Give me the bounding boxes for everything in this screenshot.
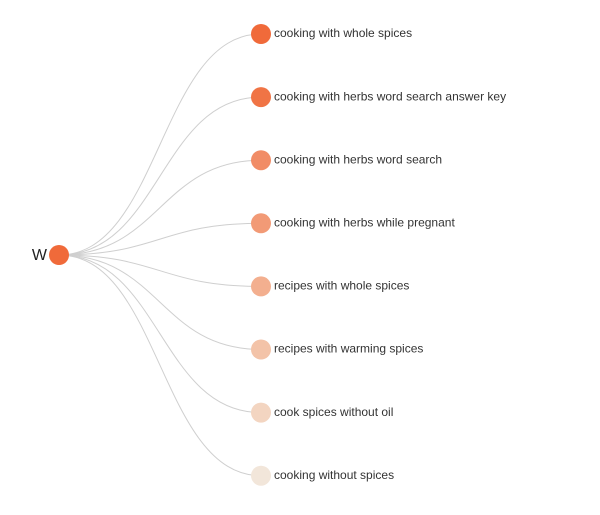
tree-link [58,254,262,350]
leaf-node[interactable]: cooking with whole spices [251,24,412,44]
root-label: W [32,247,48,264]
leaf-node-circle[interactable] [251,339,271,360]
leaf-node[interactable]: cook spices without oil [251,402,393,423]
leaf-node-label[interactable]: recipes with warming spices [274,342,423,356]
leaf-node-label[interactable]: cook spices without oil [274,405,393,419]
leaf-node[interactable]: recipes with warming spices [251,339,423,360]
leaf-node[interactable]: cooking with herbs word search answer ke… [251,87,506,108]
leaf-node-circle[interactable] [251,24,271,44]
leaf-node-circle[interactable] [251,465,271,486]
leaf-node-label[interactable]: cooking with herbs word search [274,152,442,166]
root-node-group: W [32,245,69,265]
tree-link [58,254,262,287]
tree-link [58,96,262,256]
leaf-node-label[interactable]: cooking without spices [274,468,394,482]
tree-link [58,254,262,414]
leaf-nodes: cooking with whole spices cooking with he… [251,24,506,486]
leaf-node[interactable]: cooking with herbs word search [251,150,442,171]
leaf-node-circle[interactable] [251,87,271,108]
leaf-node[interactable]: cooking with herbs while pregnant [251,213,455,234]
leaf-node-label[interactable]: cooking with whole spices [274,26,412,40]
root-node[interactable] [49,245,69,265]
tree-link [58,254,262,477]
leaf-node-circle[interactable] [251,402,271,423]
leaf-node-circle[interactable] [251,150,271,171]
leaf-node-label[interactable]: cooking with herbs while pregnant [274,215,455,229]
tree-link [58,222,262,256]
leaf-node[interactable]: cooking without spices [251,465,394,486]
leaf-node-circle[interactable] [251,213,271,234]
tree-link [58,159,262,256]
links-layer [58,33,262,477]
leaf-node-label[interactable]: recipes with whole spices [274,279,409,293]
leaf-node-label[interactable]: cooking with herbs word search answer ke… [274,89,506,103]
leaf-node[interactable]: recipes with whole spices [251,276,409,297]
leaf-node-circle[interactable] [251,276,271,297]
tree-link [58,33,262,256]
